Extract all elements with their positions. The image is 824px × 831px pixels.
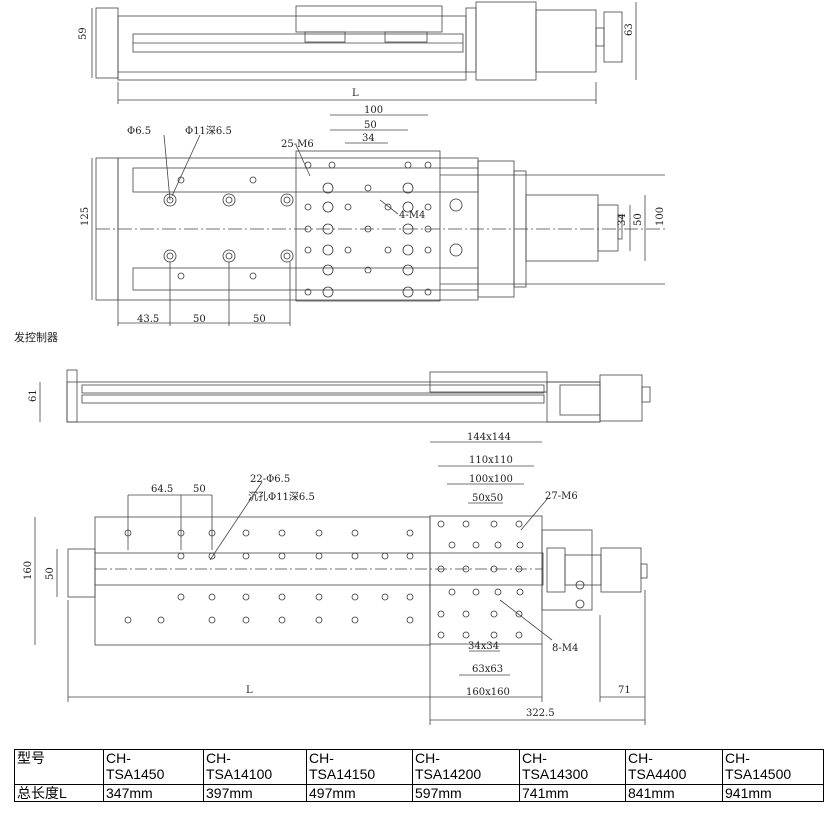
offset-start-label: 43.5 — [137, 314, 159, 325]
drawing2-side-view: 61 — [28, 369, 651, 423]
dim-144-label: 144x144 — [467, 432, 511, 443]
length-cell: 941mm — [722, 784, 824, 802]
drawing1-side-view: 59 L 63 — [78, 1, 637, 104]
pitch-b-label: 50 — [253, 314, 266, 325]
side-height-right-label: 63 — [624, 23, 635, 36]
dim-110-label: 110x110 — [469, 455, 513, 466]
length-cell: 597mm — [412, 784, 520, 802]
dim-50-label: 50x50 — [472, 493, 503, 504]
technical-drawing: 59 L 63 — [23, 1, 666, 725]
length-cell: 497mm — [306, 784, 413, 802]
holes-m4-label: 8-M4 — [552, 643, 578, 654]
motor-50-label: 50 — [633, 213, 644, 226]
spec-table: 型号 CH- TSA1450 CH- TSA14100 CH- TSA14150… — [14, 749, 824, 802]
top-width-label: 125 — [80, 207, 91, 226]
motor-34-label: 34 — [617, 213, 628, 226]
holes-m6-label: 27-M6 — [545, 491, 578, 502]
total-label: 322.5 — [526, 708, 555, 719]
model-cell: CH- TSA14150 — [306, 749, 413, 785]
rail-holes — [163, 176, 294, 280]
dim-160x160-label: 160x160 — [466, 687, 510, 698]
width-160-label: 160 — [23, 561, 34, 580]
side-length-label: L — [352, 88, 359, 99]
length-header: 总长度L — [14, 784, 104, 802]
rail-holes-label: 22-Φ6.5 — [250, 474, 290, 485]
dim-100-label: 100x100 — [469, 474, 513, 485]
table-holes-small-label: 4-M4 — [399, 210, 425, 221]
hole-small-label: Φ6.5 — [127, 126, 151, 137]
width-50-label: 50 — [45, 567, 56, 580]
pitch-50-label: 50 — [364, 120, 377, 131]
pitch-label: 50 — [193, 484, 206, 495]
rail-holes-2 — [124, 529, 414, 624]
table-width-label: 100 — [364, 105, 383, 116]
length-cell: 397mm — [203, 784, 307, 802]
length-label: L — [246, 685, 253, 696]
model-cell: CH- TSA14200 — [412, 749, 520, 785]
table-holes — [304, 161, 463, 298]
model-header: 型号 — [14, 749, 104, 785]
length-cell: 841mm — [625, 784, 723, 802]
hole-counterbore-label: Φ11深6.5 — [185, 125, 232, 137]
table-holes-2 — [437, 520, 585, 639]
motor-len-label: 71 — [618, 685, 631, 696]
counterbore-label: 沉孔Φ11深6.5 — [248, 490, 315, 503]
length-cell: 741mm — [519, 784, 626, 802]
model-cell: CH- TSA1450 — [103, 749, 204, 785]
model-cell: CH- TSA14100 — [203, 749, 307, 785]
model-cell: CH- TSA4400 — [625, 749, 723, 785]
length-cell: 347mm — [103, 784, 204, 802]
side2-height-label: 61 — [28, 389, 39, 402]
section-label: 发控制器 — [14, 331, 58, 344]
motor-100-label: 100 — [655, 207, 666, 226]
dim-34-label: 34x34 — [468, 641, 499, 652]
drawing2-top-view: 144x144 110x110 100x100 50x50 34x34 63x6… — [23, 432, 648, 725]
dim-63-label: 63x63 — [472, 664, 503, 675]
drawing1-top-view: 125 Φ6.5 Φ11深6.5 25-M6 100 50 34 4-M4 34… — [80, 105, 666, 326]
model-cell: CH- TSA14500 — [722, 749, 824, 785]
model-row: 型号 CH- TSA1450 CH- TSA14100 CH- TSA14150… — [14, 749, 824, 785]
side-height-label: 59 — [78, 27, 89, 40]
table-holes-label: 25-M6 — [281, 139, 314, 150]
model-cell: CH- TSA14300 — [519, 749, 626, 785]
pitch-a-label: 50 — [193, 314, 206, 325]
offset-label: 64.5 — [151, 484, 173, 495]
pitch-34-label: 34 — [362, 133, 375, 144]
length-row: 总长度L 347mm 397mm 497mm 597mm 741mm 841mm… — [14, 784, 824, 802]
